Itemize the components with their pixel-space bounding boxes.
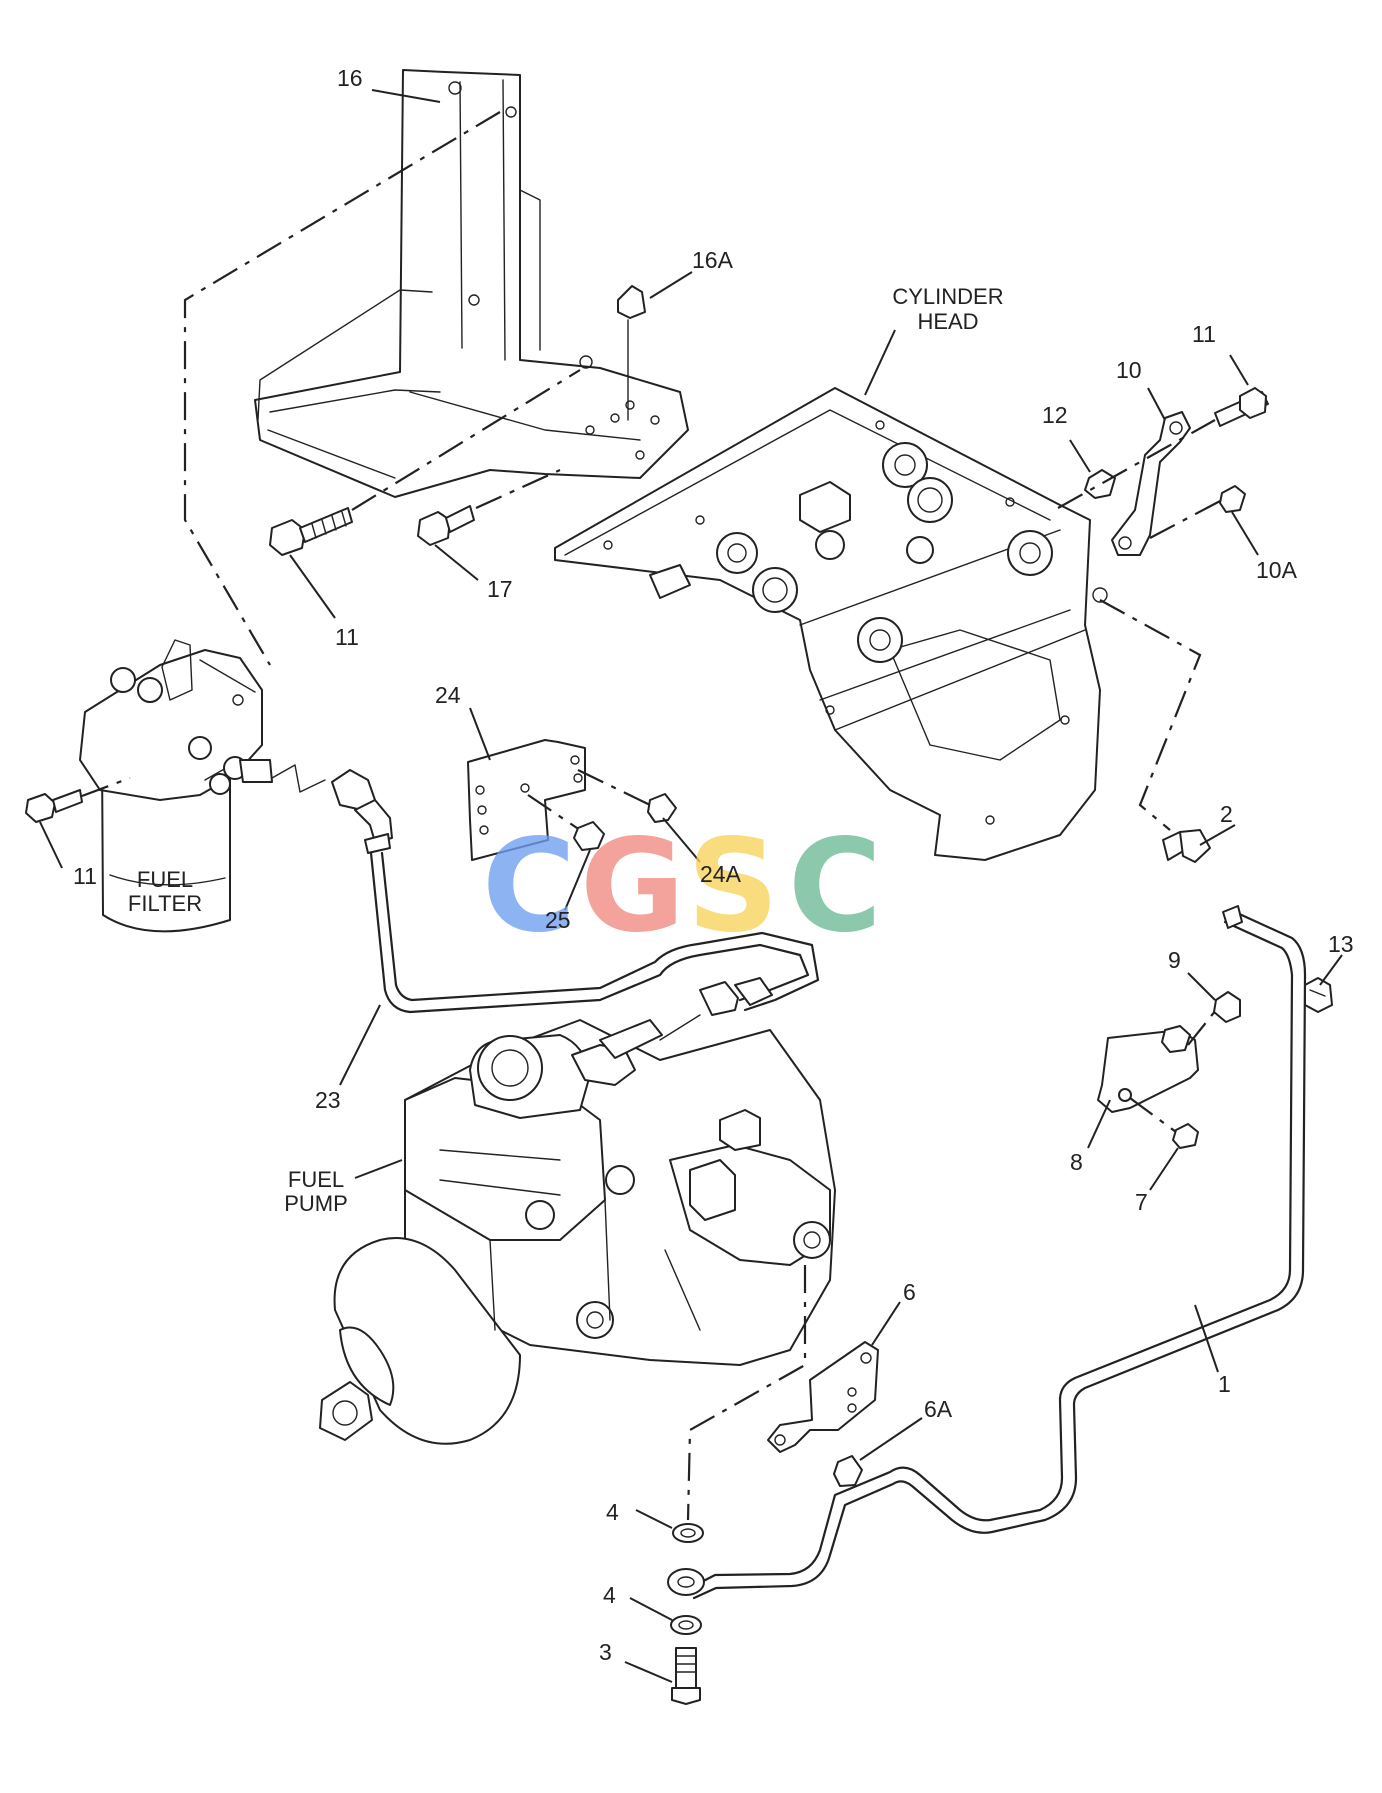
watermark-letter-2: G xyxy=(580,812,686,961)
callout-6: 6 xyxy=(903,1279,916,1305)
banjo-fitting-stack xyxy=(667,1523,705,1705)
watermark-letter-3: S xyxy=(686,812,780,961)
callout-16: 16 xyxy=(337,65,363,91)
bolt-11-bracket xyxy=(269,369,581,556)
callout-4-lower: 4 xyxy=(603,1582,616,1608)
cgsc-watermark: CGSC xyxy=(478,812,898,961)
callout-9: 9 xyxy=(1168,947,1181,973)
label-fuel-pump-line1: FUEL xyxy=(287,1167,345,1192)
spacer-12 xyxy=(1084,469,1116,499)
callout-11-bracket: 11 xyxy=(335,624,359,650)
callout-25: 25 xyxy=(545,907,571,933)
callout-2: 2 xyxy=(1220,801,1233,827)
clip-24a xyxy=(647,793,677,823)
bolt-11-filter xyxy=(25,776,131,823)
nut-10a xyxy=(1219,485,1246,513)
bolt-3 xyxy=(675,1647,697,1689)
cylinder-head-illustration xyxy=(554,387,1108,861)
callout-23: 23 xyxy=(315,1087,341,1113)
leader-lines xyxy=(39,89,1343,1683)
bolt-25 xyxy=(573,821,605,851)
label-fuel-filter-line1: FUEL xyxy=(136,867,194,892)
clip-13 xyxy=(1304,977,1333,1013)
callout-1: 1 xyxy=(1218,1371,1231,1397)
callout-17: 17 xyxy=(487,576,513,602)
bolt-7 xyxy=(1172,1123,1199,1149)
callout-10: 10 xyxy=(1116,357,1142,383)
label-cylinder-line2: HEAD xyxy=(917,309,979,334)
callout-12: 12 xyxy=(1042,402,1068,428)
callout-16a: 16A xyxy=(692,247,733,273)
callout-10a: 10A xyxy=(1256,557,1297,583)
callout-3: 3 xyxy=(599,1639,612,1665)
fitting-2 xyxy=(1162,829,1211,863)
fuel-tube-1 xyxy=(688,905,1307,1600)
clip-9 xyxy=(1213,991,1241,1023)
callout-24: 24 xyxy=(435,682,461,708)
head-bracket-10 xyxy=(1057,387,1269,556)
fuel-filter-illustration xyxy=(79,639,273,933)
clip-16a xyxy=(617,285,646,421)
callout-4-upper: 4 xyxy=(606,1499,619,1525)
clamp-bracket-8 xyxy=(1097,991,1241,1149)
callout-11-filter: 11 xyxy=(73,863,97,889)
callout-7: 7 xyxy=(1135,1189,1148,1215)
banjo-eye xyxy=(667,1568,705,1596)
washer-4-lower xyxy=(670,1615,702,1635)
callout-8: 8 xyxy=(1070,1149,1083,1175)
bracket-6 xyxy=(767,1341,879,1487)
fuel-line-23 xyxy=(271,764,820,1041)
label-fuel-pump-line2: PUMP xyxy=(284,1191,348,1216)
assembly-path-head-fitting xyxy=(1099,599,1202,831)
washer-4-upper xyxy=(672,1523,704,1543)
assembly-path-bracket-filter xyxy=(183,111,501,666)
watermark-letter-1: C xyxy=(482,812,576,961)
watermark-letter-4: C xyxy=(788,812,882,961)
bolt-17 xyxy=(417,468,561,546)
label-cylinder-line1: CYLINDER xyxy=(892,284,1004,309)
bracket-24 xyxy=(467,739,677,861)
callout-24a: 24A xyxy=(700,861,741,887)
callout-13: 13 xyxy=(1328,931,1354,957)
assembly-path-pump-banjo xyxy=(686,1265,807,1521)
fuel-pump-illustration xyxy=(319,1019,836,1445)
clip-6a xyxy=(833,1455,863,1487)
callout-11-head: 11 xyxy=(1192,321,1216,347)
label-fuel-filter-line2: FILTER xyxy=(127,891,203,916)
callout-6a: 6A xyxy=(924,1396,953,1422)
filter-mounting-bracket xyxy=(254,69,689,498)
